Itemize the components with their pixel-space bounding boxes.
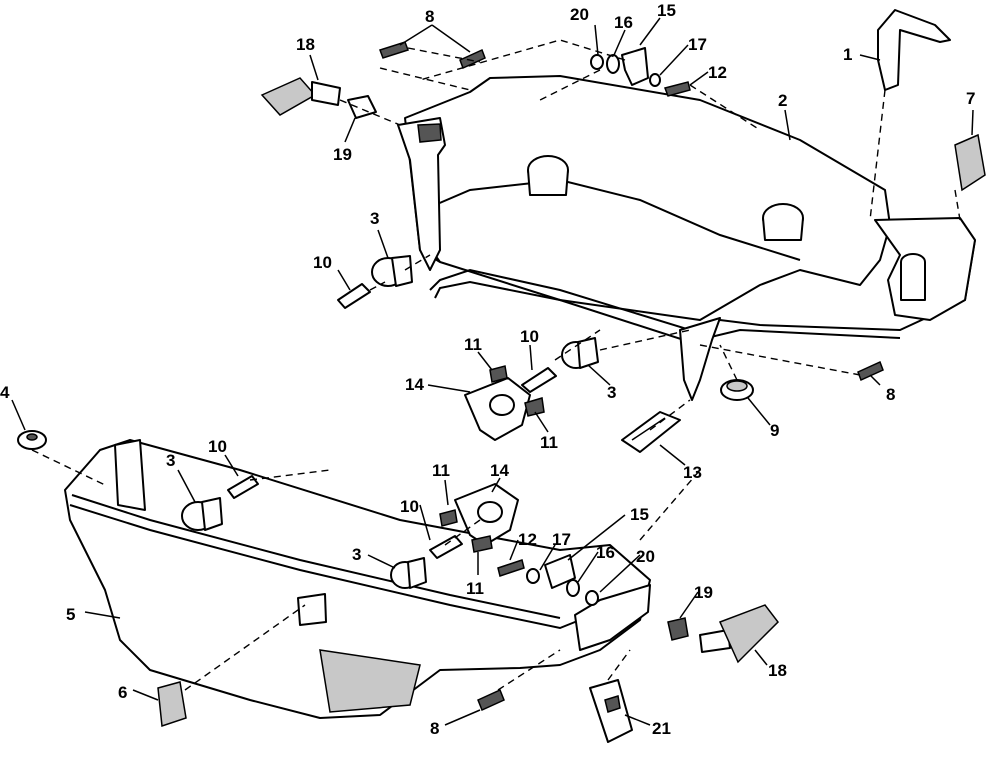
bushing-part-19-lower: [667, 617, 689, 641]
callout-11-lower-top: 11: [432, 461, 450, 480]
callout-3-upper-mid: 3: [607, 383, 616, 402]
callout-8-lower: 8: [430, 719, 439, 738]
callout-19-upper: 19: [333, 145, 352, 164]
screw-part-8-upper: [379, 41, 486, 70]
bracket-part-1: [877, 9, 951, 91]
callout-11-upper: 11: [464, 335, 482, 354]
callout-20-upper: 20: [570, 5, 589, 24]
bushing-part-19-upper: [347, 95, 377, 119]
callout-14-upper: 14: [405, 375, 424, 394]
callout-12-upper: 12: [708, 63, 727, 82]
leader-lines: [11, 17, 974, 726]
callout-1: 1: [843, 45, 852, 64]
callout-20-lower: 20: [636, 547, 655, 566]
callout-7: 7: [966, 89, 975, 108]
callout-4: 4: [0, 383, 10, 402]
callout-18-upper: 18: [296, 35, 315, 54]
mount-parts-upper: [337, 255, 599, 393]
callout-17-upper: 17: [688, 35, 707, 54]
screw-part-8-lower: [477, 688, 505, 712]
callout-10-upper-mid: 10: [520, 327, 539, 346]
callout-3-upper-left: 3: [370, 209, 379, 228]
hardware-parts-upper: [590, 47, 691, 97]
callout-8-right: 8: [886, 385, 895, 404]
bracket-part-21: [589, 679, 633, 743]
callout-3-lower-mid: 3: [352, 545, 361, 564]
callout-12-lower: 12: [518, 530, 537, 549]
plate-part-14-lower: [439, 483, 519, 553]
callout-9: 9: [770, 421, 779, 440]
callout-16-lower: 16: [596, 543, 615, 562]
callout-8-upper: 8: [425, 7, 434, 26]
grip-part-18-upper: [260, 77, 341, 116]
callout-16-upper: 16: [614, 13, 633, 32]
upper-housing-part-2: [397, 75, 976, 401]
callout-15-upper: 15: [657, 1, 676, 20]
link-part-13: [621, 411, 681, 453]
grip-part-18-lower: [699, 604, 779, 664]
callout-6: 6: [118, 683, 127, 702]
callout-17-lower: 17: [552, 530, 571, 549]
callout-19-lower: 19: [694, 583, 713, 602]
callout-21: 21: [652, 719, 671, 738]
callout-11-lower-bottom: 11: [466, 579, 484, 598]
plate-part-14-upper: [464, 365, 545, 441]
callout-10-upper-left: 10: [313, 253, 332, 272]
callout-10-lower-left: 10: [208, 437, 227, 456]
mount-parts-lower: [181, 475, 463, 589]
alignment-lines: [31, 39, 961, 691]
callout-10-lower-mid: 10: [400, 497, 419, 516]
callout-18-lower: 18: [768, 661, 787, 680]
callout-13: 13: [683, 463, 702, 482]
pad-part-6: [157, 681, 187, 728]
pad-part-7: [954, 133, 986, 192]
grommet-part-9: [720, 379, 754, 401]
callout-labels: 8 18 19 20 16 15 17 12 1 2 7 3 10 11 10 …: [0, 1, 975, 738]
callout-15-lower: 15: [630, 505, 649, 524]
screw-part-8-right: [857, 360, 884, 382]
callout-14-lower: 14: [490, 461, 509, 480]
hardware-parts-lower: [497, 554, 599, 606]
callout-11-upper-lower: 11: [540, 433, 558, 452]
callout-5: 5: [66, 605, 75, 624]
washer-part-4: [17, 430, 47, 450]
callout-2: 2: [778, 91, 787, 110]
callout-3-lower-left: 3: [166, 451, 175, 470]
